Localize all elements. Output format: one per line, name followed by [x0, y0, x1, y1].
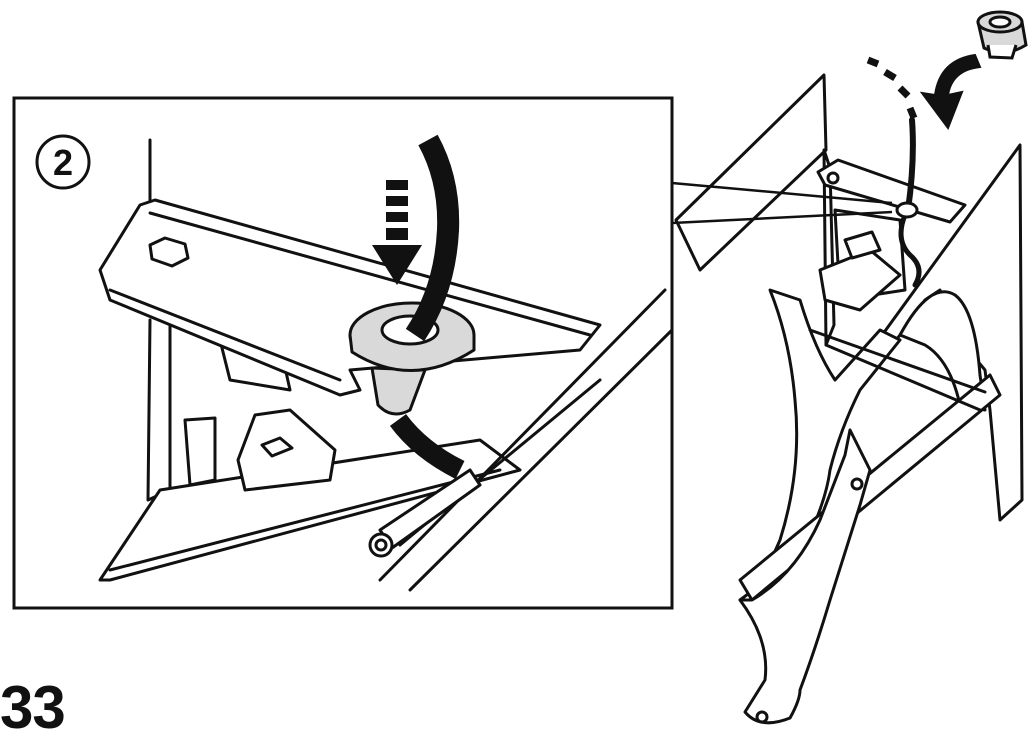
top-mount-plate	[816, 158, 967, 224]
leg-hole-bottom	[755, 710, 769, 724]
zoom-leader-lines	[671, 181, 893, 225]
detail-inset: 2	[12, 96, 674, 610]
side-rib	[824, 343, 982, 412]
inset-grommet-neck	[370, 366, 427, 416]
inset-rod-end-inner	[374, 538, 388, 552]
inset-rail-2	[408, 328, 671, 592]
inset-hinge-slot	[260, 436, 294, 458]
mount-hole	[826, 171, 840, 185]
inset-bracket-side	[183, 416, 217, 487]
step-number: 33	[0, 674, 66, 741]
inset-lower-plate-edge	[108, 468, 502, 572]
right-plate-cutout	[898, 290, 987, 412]
cross-bar	[738, 373, 1002, 602]
inset-hex-hole	[148, 236, 190, 268]
inset-grommet-flange-side	[348, 333, 476, 372]
push-down-arrow-icon	[372, 180, 422, 285]
callout-circle	[35, 134, 91, 190]
grommet-part-icon	[976, 10, 1028, 60]
inner-hinge-2	[843, 230, 882, 260]
curved-arrow-icon	[919, 53, 982, 131]
leg-hole-top	[850, 477, 864, 491]
inset-plate-thickness	[148, 211, 592, 337]
bracket-assembly	[674, 73, 1024, 725]
inset-cable-lower	[389, 413, 465, 479]
inset-top-plate-edge	[108, 288, 342, 382]
dashed-down-arrow-icon	[866, 56, 918, 120]
cable-main-lower	[898, 212, 922, 288]
inset-cable-upper	[405, 134, 460, 342]
side-rib-2	[808, 328, 987, 394]
left-side-plate	[674, 73, 828, 272]
inset-rail-1	[378, 288, 667, 582]
grommet-hole-main	[895, 201, 919, 219]
callout-number: 2	[53, 142, 73, 183]
cable-main	[905, 117, 916, 213]
lower-leg	[738, 428, 872, 725]
